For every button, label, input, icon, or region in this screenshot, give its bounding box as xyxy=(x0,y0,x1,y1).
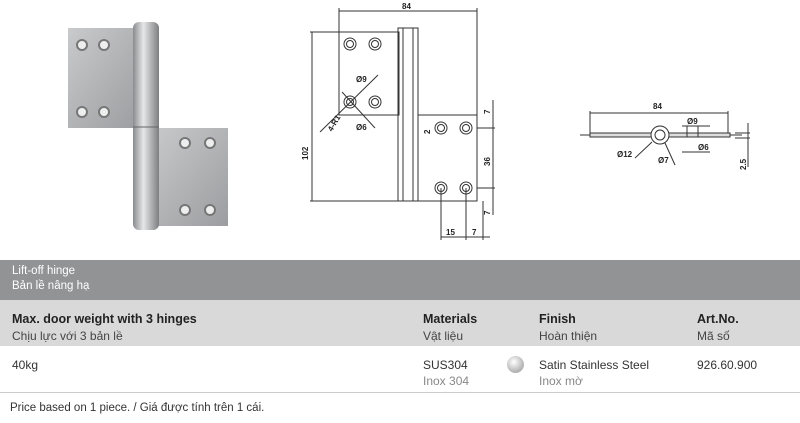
dim-top-offset: 7 xyxy=(483,109,492,114)
dim-hole-x: 15 xyxy=(446,228,455,237)
cell-material: SUS304 xyxy=(423,358,468,372)
cell-finish: Satin Stainless Steel xyxy=(539,358,650,372)
product-title-band: Lift-off hinge Bản lề nâng hạ xyxy=(0,260,800,300)
cell-material-vi: Inox 304 xyxy=(423,374,470,388)
dim-height: 102 xyxy=(301,146,310,160)
side-dim-hole-inner: Ø6 xyxy=(698,143,709,152)
side-dim-thickness: 2.5 xyxy=(739,158,748,170)
finish-swatch xyxy=(507,356,524,373)
side-drawing: 84 Ø9 Ø6 Ø12 Ø7 2.5 xyxy=(580,102,750,170)
divider xyxy=(0,392,800,393)
cell-weight: 40kg xyxy=(12,358,39,372)
side-dim-hole-outer: Ø9 xyxy=(687,117,698,126)
side-dim-knuckle: Ø12 xyxy=(617,150,633,159)
dim-hole-inner: Ø6 xyxy=(356,123,367,132)
header-finish: Finish xyxy=(539,312,576,326)
front-drawing: 84 102 Ø9 Ø6 4-R1 2 7 36 7 15 7 xyxy=(301,2,495,240)
table-header: Max. door weight with 3 hinges Chịu lực … xyxy=(0,300,800,346)
side-dim-width: 84 xyxy=(653,102,662,111)
header-art-no: Art.No. xyxy=(697,312,739,326)
cell-finish-vi: Inox mờ xyxy=(539,374,583,388)
dim-gap: 2 xyxy=(423,129,432,134)
side-dim-pin: Ø7 xyxy=(658,156,669,165)
header-materials: Materials xyxy=(423,312,478,326)
dim-bottom-offset: 7 xyxy=(483,210,492,215)
product-name-en: Lift-off hinge xyxy=(12,265,76,277)
header-weight-vi: Chịu lực với 3 bản lề xyxy=(12,329,123,343)
header-finish-vi: Hoàn thiện xyxy=(539,329,598,343)
dim-width: 84 xyxy=(402,2,411,11)
dim-radius: 4-R1 xyxy=(326,113,343,133)
cell-art-no: 926.60.900 xyxy=(697,358,758,372)
dim-hole-outer: Ø9 xyxy=(356,75,367,84)
header-weight: Max. door weight with 3 hinges xyxy=(12,312,197,326)
header-art-no-vi: Mã số xyxy=(697,329,730,343)
dim-hole-spacing: 36 xyxy=(483,157,492,166)
price-footnote: Price based on 1 piece. / Giá được tính … xyxy=(10,402,265,414)
header-materials-vi: Vật liệu xyxy=(423,329,464,343)
table-row: 40kg SUS304 Inox 304 Satin Stainless Ste… xyxy=(0,346,800,392)
hinge-photo xyxy=(68,22,228,230)
dim-edge-x: 7 xyxy=(472,228,477,237)
product-name-vi: Bản lề nâng hạ xyxy=(12,280,90,292)
